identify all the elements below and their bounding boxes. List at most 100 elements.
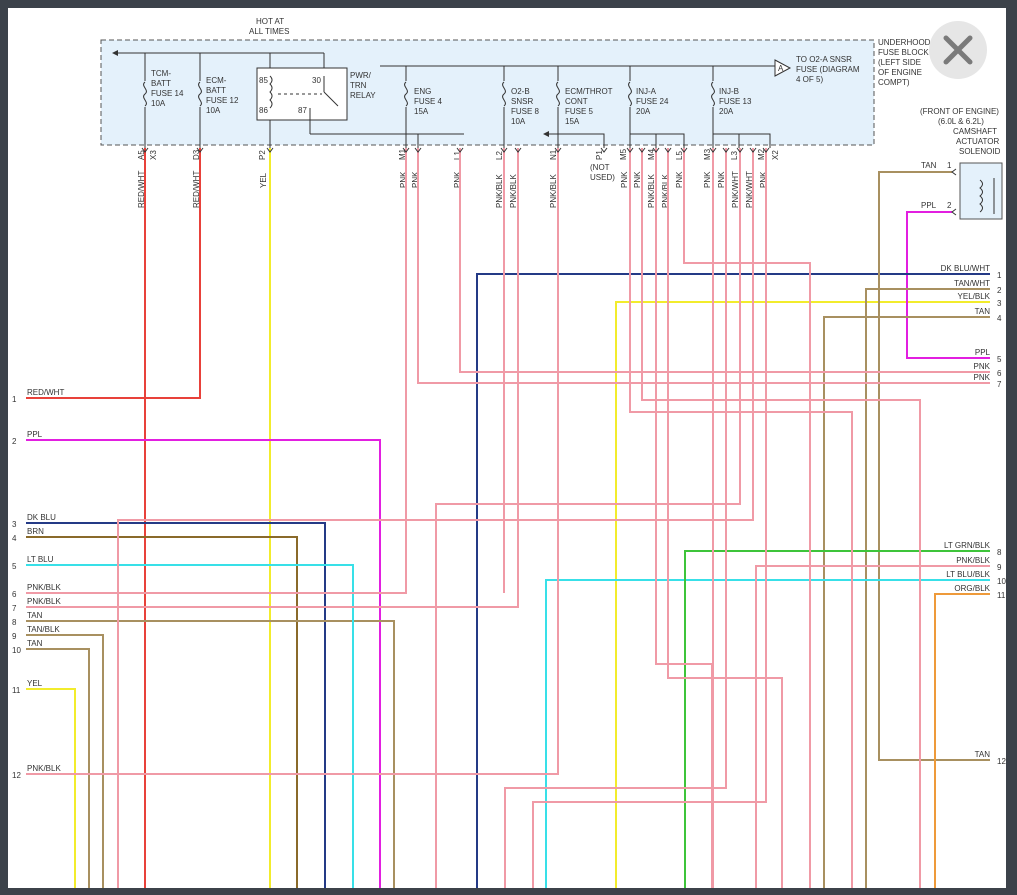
pin-a5: A5 <box>137 150 146 160</box>
svg-text:30: 30 <box>312 76 321 85</box>
right-pin-number: 6 <box>997 369 1002 378</box>
svg-text:OF ENGINE: OF ENGINE <box>878 68 922 77</box>
wire-pnk-l5 <box>683 148 811 888</box>
wire-pnk-7 <box>417 148 990 384</box>
fuse-wire-color: RED/WHT <box>192 171 201 208</box>
pin-x3: X3 <box>149 150 158 160</box>
wiring-diagram: HOT AT ALL TIMES UNDERHOOD FUSE BLOCK (L… <box>8 17 1007 895</box>
left-pin-number: 7 <box>12 604 17 613</box>
wire-tan-10 <box>26 648 90 888</box>
left-pin-number: 12 <box>12 771 21 780</box>
fuse-ecm-label: FUSE 12 <box>206 96 239 105</box>
pin-x2: X2 <box>771 150 780 160</box>
left-pin-number: 11 <box>12 686 21 695</box>
fuse-wire-color: PNK/WHT <box>745 171 754 208</box>
pin-chevron <box>500 147 508 153</box>
wire-tan-wht-2 <box>865 288 990 888</box>
pin-chevron <box>141 147 149 153</box>
pin-chevron <box>414 147 422 153</box>
fuse-inja-label: INJ-A <box>636 87 657 96</box>
svg-text:TO O2-A SNSR: TO O2-A SNSR <box>796 55 852 64</box>
wire-pnk-wht-l3 <box>435 148 741 888</box>
left-wire-color: PPL <box>27 430 43 439</box>
right-wire-color: ORG/BLK <box>954 584 990 593</box>
left-wire-color: TAN/BLK <box>27 625 60 634</box>
relay-label: PWR/ TRN RELAY <box>350 71 376 100</box>
close-button[interactable] <box>929 21 987 79</box>
left-pin-number: 6 <box>12 590 17 599</box>
fuse-wire-color: PNK/BLK <box>495 174 504 208</box>
right-connector-labels: DK BLU/WHT1TAN/WHT2YEL/BLK3TAN4PPL5PNK6P… <box>941 264 1007 766</box>
fuse-wire-color: PNK <box>633 171 642 188</box>
fuse-wire-color: PNK <box>717 171 726 188</box>
pin-chevron <box>736 147 744 153</box>
offpage-marker: A <box>778 64 784 73</box>
wire-brn-4 <box>26 536 298 888</box>
wires <box>26 148 990 888</box>
solenoid-pin-chevron <box>951 168 957 176</box>
right-pin-number: 9 <box>997 563 1002 572</box>
fuse-throt-icon <box>556 81 560 107</box>
left-pin-number: 3 <box>12 520 17 529</box>
right-pin-number: 11 <box>997 591 1006 600</box>
svg-text:PWR/: PWR/ <box>350 71 372 80</box>
left-wire-color: PNK/BLK <box>27 597 61 606</box>
fuse-ecm-icon <box>198 81 202 107</box>
pin-m2: M2 <box>757 148 766 160</box>
left-wire-color: BRN <box>27 527 44 536</box>
svg-text:FUSE BLOCK: FUSE BLOCK <box>878 48 929 57</box>
not-used-label-2: USED) <box>590 173 615 182</box>
left-pin-number: 2 <box>12 437 17 446</box>
solenoid-pin-2: 2 <box>947 201 952 210</box>
wire-pnk-blk-9 <box>755 565 990 888</box>
fuse-ecm-label: ECM- <box>206 76 227 85</box>
right-wire-color: PNK <box>974 373 991 382</box>
underhood-fuse-block <box>100 39 875 146</box>
fuse-injb-icon <box>711 81 715 107</box>
fuse-injb-label: INJ-B <box>719 87 739 96</box>
fuse-wire-color: PNK <box>620 171 629 188</box>
fuse-wire-color: PNK/BLK <box>509 174 518 208</box>
wire-pnk-blk-7 <box>26 148 519 608</box>
pin-m4: M4 <box>647 148 656 160</box>
fuse-inja-label: 20A <box>636 107 651 116</box>
wire-pnk-blk-6 <box>26 148 407 594</box>
right-wire-color: TAN <box>975 750 991 759</box>
fuse-eng-label: FUSE 4 <box>414 97 443 106</box>
fuse-tcm-label: TCM- <box>151 69 171 78</box>
right-pin-number: 10 <box>997 577 1006 586</box>
svg-text:(FRONT OF ENGINE): (FRONT OF ENGINE) <box>920 107 999 116</box>
right-wire-color: LT BLU/BLK <box>946 570 990 579</box>
pin-chevron <box>266 147 274 153</box>
right-wire-color: YEL/BLK <box>958 292 991 301</box>
wire-yel-blk-3 <box>615 301 990 888</box>
solenoid-wire-1-color: TAN <box>921 161 937 170</box>
svg-text:ACTUATOR: ACTUATOR <box>956 137 999 146</box>
svg-text:CAMSHAFT: CAMSHAFT <box>953 127 997 136</box>
hot-at-label-2: ALL TIMES <box>249 27 289 36</box>
fuse-wire-color: PNK <box>675 171 684 188</box>
right-pin-number: 2 <box>997 286 1002 295</box>
pin-p1: P1 <box>595 150 604 160</box>
left-pin-number: 1 <box>12 395 17 404</box>
solenoid-pin-chevron <box>951 208 957 216</box>
fuse-tcm-icon <box>143 81 147 107</box>
right-wire-color: TAN/WHT <box>954 279 990 288</box>
svg-text:87: 87 <box>298 106 307 115</box>
fuse-block-label: UNDERHOOD FUSE BLOCK (LEFT SIDE OF ENGIN… <box>878 38 931 87</box>
wire-tan-blk-9 <box>26 634 104 888</box>
pin-m5: M5 <box>619 148 628 160</box>
pin-l5: L5 <box>675 151 684 160</box>
not-used-label-1: (NOT <box>590 163 610 172</box>
close-icon <box>943 35 973 65</box>
fuse-wire-color: YEL <box>259 172 268 188</box>
wire-red-wht-d3 <box>26 148 201 399</box>
wire-lt-blu-5 <box>26 564 354 888</box>
wire-dk-blu-3 <box>26 522 326 888</box>
wire-lt-grn-blk-8 <box>684 550 990 888</box>
right-wire-color: PPL <box>975 348 991 357</box>
wire-pnk-m5b <box>641 148 921 888</box>
pin-chevron <box>709 147 717 153</box>
